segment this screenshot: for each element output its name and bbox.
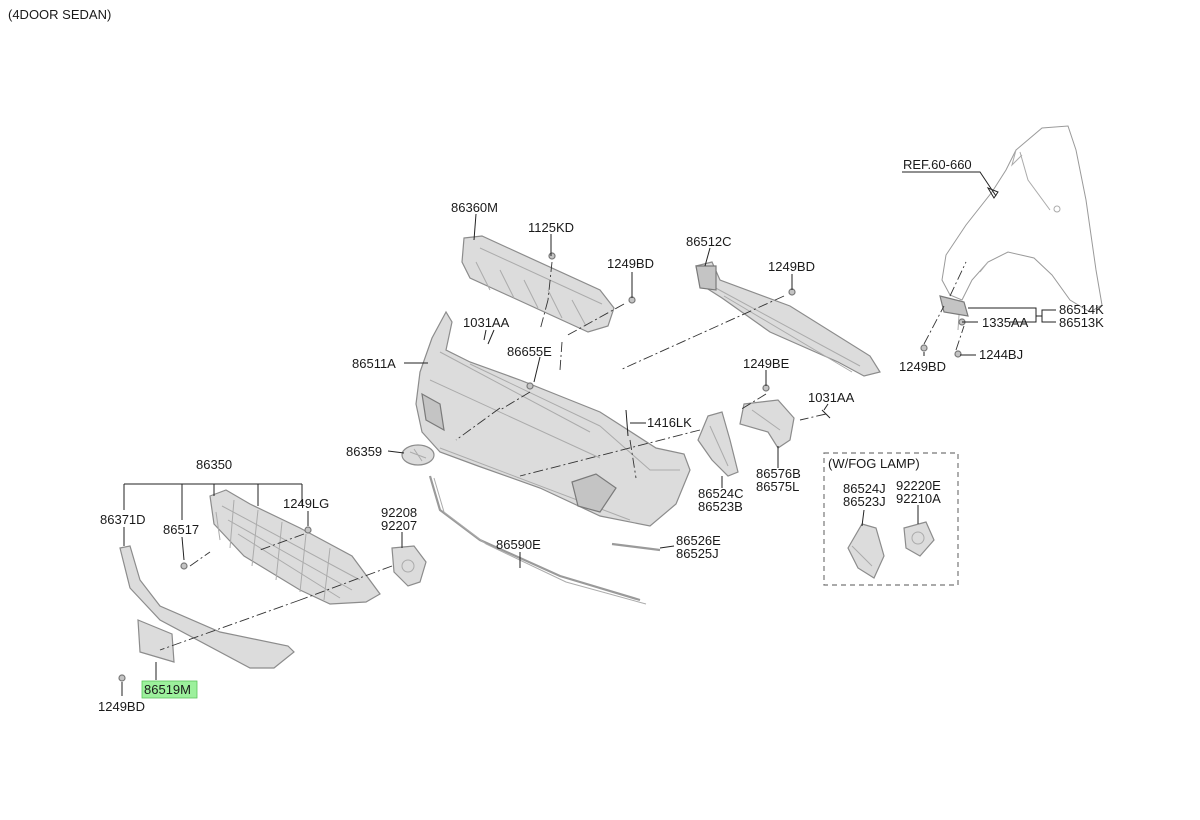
part-86576B-shape bbox=[739, 399, 795, 449]
variant-title: (4DOOR SEDAN) bbox=[8, 7, 111, 22]
label-86576B[interactable]: 86576B bbox=[756, 466, 801, 481]
label-86524C[interactable]: 86524C bbox=[698, 486, 744, 501]
part-86350-grille bbox=[209, 489, 381, 605]
part-86519M-shape bbox=[137, 619, 175, 663]
part-92208-fog-lamp bbox=[391, 545, 427, 587]
fog-lamp-box-title: (W/FOG LAMP) bbox=[828, 456, 920, 471]
label-1249BD-a[interactable]: 1249BD bbox=[607, 256, 654, 271]
label-1249BD-b[interactable]: 1249BD bbox=[768, 259, 815, 274]
part-86511A-shape bbox=[415, 310, 691, 527]
label-86350[interactable]: 86350 bbox=[196, 457, 232, 472]
label-86519M[interactable]: 86519M bbox=[144, 682, 191, 697]
ref-note: REF.60-660 bbox=[903, 157, 972, 172]
label-86517[interactable]: 86517 bbox=[163, 522, 199, 537]
label-1244BJ[interactable]: 1244BJ bbox=[979, 347, 1023, 362]
part-86526E-strip bbox=[611, 542, 661, 552]
label-1249BE[interactable]: 1249BE bbox=[743, 356, 790, 371]
part-86360M-shape bbox=[461, 235, 615, 333]
label-1249BD-c[interactable]: 1249BD bbox=[899, 359, 946, 374]
label-86513K[interactable]: 86513K bbox=[1059, 315, 1104, 330]
label-1125KD[interactable]: 1125KD bbox=[528, 220, 574, 235]
label-86575L[interactable]: 86575L bbox=[756, 479, 799, 494]
label-1249LG[interactable]: 1249LG bbox=[283, 496, 329, 511]
label-86524J[interactable]: 86524J bbox=[843, 481, 886, 496]
label-86512C[interactable]: 86512C bbox=[686, 234, 732, 249]
label-86371D[interactable]: 86371D bbox=[100, 512, 146, 527]
label-1416LK[interactable]: 1416LK bbox=[647, 415, 692, 430]
part-86514K-bracket bbox=[939, 295, 969, 317]
fog-lamp-variant-parts bbox=[847, 521, 935, 579]
label-92207[interactable]: 92207 bbox=[381, 518, 417, 533]
part-86590E-shape bbox=[428, 475, 647, 605]
leader-lines bbox=[121, 171, 1056, 696]
label-86360M[interactable]: 86360M bbox=[451, 200, 498, 215]
label-86525J[interactable]: 86525J bbox=[676, 546, 719, 561]
label-86655E[interactable]: 86655E bbox=[507, 344, 552, 359]
highlight-86519M bbox=[141, 680, 198, 699]
label-86359[interactable]: 86359 bbox=[346, 444, 382, 459]
label-1335AA[interactable]: 1335AA bbox=[982, 315, 1029, 330]
part-86524C-shape bbox=[697, 411, 739, 477]
label-86526E[interactable]: 86526E bbox=[676, 533, 721, 548]
label-92208[interactable]: 92208 bbox=[381, 505, 417, 520]
label-1031AA-b[interactable]: 1031AA bbox=[808, 390, 855, 405]
front-fender-reference bbox=[941, 125, 1103, 331]
label-86590E[interactable]: 86590E bbox=[496, 537, 541, 552]
label-92210A[interactable]: 92210A bbox=[896, 491, 941, 506]
label-1031AA-a[interactable]: 1031AA bbox=[463, 315, 510, 330]
label-86523J[interactable]: 86523J bbox=[843, 494, 886, 509]
exploded-view-lines bbox=[159, 261, 967, 651]
part-86359-emblem bbox=[401, 444, 435, 466]
fog-lamp-variant-box bbox=[823, 452, 959, 586]
label-1249BD-d[interactable]: 1249BD bbox=[98, 699, 145, 714]
label-92220E[interactable]: 92220E bbox=[896, 478, 941, 493]
part-86512C-shape bbox=[695, 261, 881, 377]
label-86523B[interactable]: 86523B bbox=[698, 499, 743, 514]
part-86371D-frame bbox=[119, 545, 295, 669]
label-86514K[interactable]: 86514K bbox=[1059, 302, 1104, 317]
label-86511A[interactable]: 86511A bbox=[352, 356, 396, 371]
